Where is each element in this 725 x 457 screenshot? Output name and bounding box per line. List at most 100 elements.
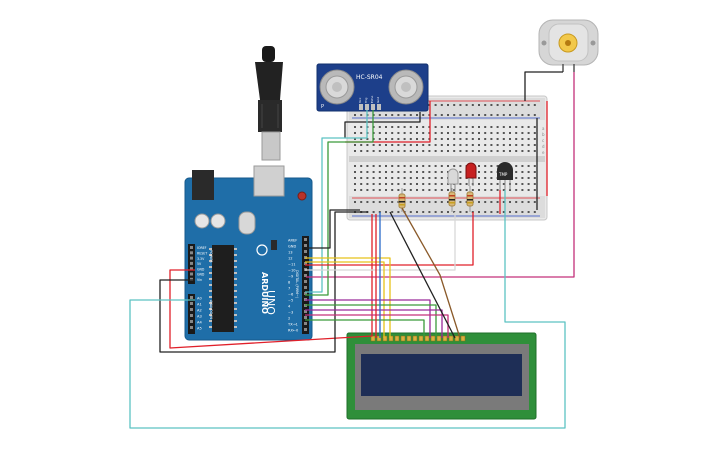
breadboard-hole[interactable] (459, 211, 462, 213)
breadboard-hole[interactable] (515, 171, 518, 173)
breadboard-hole[interactable] (354, 165, 356, 167)
breadboard-hole[interactable] (416, 211, 418, 213)
digital-pin[interactable] (304, 262, 307, 265)
breadboard-hole[interactable] (391, 114, 394, 116)
breadboard-hole[interactable] (515, 126, 518, 128)
breadboard-hole[interactable] (360, 201, 363, 203)
breadboard-hole[interactable] (403, 132, 406, 134)
breadboard-hole[interactable] (372, 171, 375, 173)
breadboard-hole[interactable] (484, 183, 487, 185)
breadboard-hole[interactable] (509, 144, 511, 146)
breadboard-hole[interactable] (527, 104, 530, 106)
breadboard-hole[interactable] (378, 132, 381, 134)
breadboard-hole[interactable] (447, 189, 449, 191)
breadboard-hole[interactable] (422, 177, 425, 179)
breadboard-hole[interactable] (490, 165, 493, 167)
breadboard-hole[interactable] (515, 165, 518, 167)
breadboard-hole[interactable] (527, 126, 530, 128)
breadboard-hole[interactable] (409, 126, 412, 128)
breadboard-hole[interactable] (533, 138, 536, 140)
breadboard-hole[interactable] (484, 189, 487, 191)
lcd-pin[interactable] (430, 335, 436, 342)
breadboard-hole[interactable] (502, 114, 505, 116)
breadboard-hole[interactable] (391, 171, 394, 173)
breadboard-hole[interactable] (459, 138, 462, 140)
lcd-pin[interactable] (400, 335, 406, 342)
breadboard-hole[interactable] (434, 211, 437, 213)
breadboard-hole[interactable] (478, 150, 480, 152)
breadboard-hole[interactable] (515, 177, 518, 179)
breadboard-hole[interactable] (354, 138, 356, 140)
breadboard-hole[interactable] (385, 114, 387, 116)
breadboard-hole[interactable] (447, 211, 449, 213)
lcd-pin[interactable] (406, 335, 412, 342)
breadboard-hole[interactable] (509, 104, 511, 106)
breadboard-hole[interactable] (378, 114, 381, 116)
breadboard-hole[interactable] (490, 144, 493, 146)
breadboard-hole[interactable] (434, 177, 437, 179)
breadboard-hole[interactable] (527, 138, 530, 140)
breadboard-hole[interactable] (533, 211, 536, 213)
breadboard-hole[interactable] (385, 150, 387, 152)
digital-pin[interactable] (304, 244, 307, 247)
breadboard-hole[interactable] (447, 104, 449, 106)
digital-pin[interactable] (304, 316, 307, 319)
breadboard-hole[interactable] (428, 201, 431, 203)
breadboard-hole[interactable] (360, 126, 363, 128)
breadboard-hole[interactable] (490, 211, 493, 213)
breadboard-hole[interactable] (428, 211, 431, 213)
breadboard-hole[interactable] (440, 138, 443, 140)
breadboard-hole[interactable] (409, 150, 412, 152)
breadboard-hole[interactable] (484, 132, 487, 134)
breadboard-hole[interactable] (533, 183, 536, 185)
breadboard-hole[interactable] (459, 171, 462, 173)
breadboard-hole[interactable] (378, 126, 381, 128)
breadboard-hole[interactable] (453, 144, 456, 146)
breadboard-hole[interactable] (533, 114, 536, 116)
breadboard-hole[interactable] (385, 211, 387, 213)
power-pin[interactable] (190, 251, 193, 255)
breadboard-hole[interactable] (428, 171, 431, 173)
breadboard-hole[interactable] (409, 132, 412, 134)
breadboard-hole[interactable] (385, 189, 387, 191)
breadboard-hole[interactable] (521, 201, 524, 203)
breadboard-hole[interactable] (509, 132, 511, 134)
breadboard-hole[interactable] (385, 132, 387, 134)
breadboard-hole[interactable] (478, 165, 480, 167)
breadboard-hole[interactable] (354, 144, 356, 146)
breadboard-hole[interactable] (422, 126, 425, 128)
breadboard-hole[interactable] (521, 165, 524, 167)
breadboard-hole[interactable] (459, 132, 462, 134)
breadboard-hole[interactable] (403, 189, 406, 191)
breadboard-hole[interactable] (515, 189, 518, 191)
breadboard-hole[interactable] (478, 104, 480, 106)
breadboard-hole[interactable] (416, 171, 418, 173)
digital-pin[interactable] (304, 322, 307, 325)
breadboard-hole[interactable] (360, 177, 363, 179)
digital-pin[interactable] (304, 274, 307, 277)
breadboard-hole[interactable] (459, 165, 462, 167)
breadboard-hole[interactable] (459, 183, 462, 185)
breadboard-hole[interactable] (484, 150, 487, 152)
breadboard-hole[interactable] (515, 150, 518, 152)
breadboard-hole[interactable] (397, 183, 400, 185)
breadboard-hole[interactable] (440, 165, 443, 167)
breadboard-hole[interactable] (409, 201, 412, 203)
breadboard-hole[interactable] (496, 138, 499, 140)
breadboard-hole[interactable] (447, 138, 449, 140)
breadboard-hole[interactable] (471, 150, 474, 152)
breadboard-hole[interactable] (496, 150, 499, 152)
breadboard-hole[interactable] (515, 138, 518, 140)
breadboard-hole[interactable] (378, 189, 381, 191)
breadboard-hole[interactable] (428, 144, 431, 146)
breadboard-hole[interactable] (354, 114, 356, 116)
breadboard-hole[interactable] (484, 165, 487, 167)
breadboard-hole[interactable] (378, 150, 381, 152)
breadboard-hole[interactable] (360, 114, 363, 116)
breadboard-hole[interactable] (527, 171, 530, 173)
breadboard-hole[interactable] (459, 126, 462, 128)
breadboard-hole[interactable] (490, 177, 493, 179)
breadboard-hole[interactable] (391, 189, 394, 191)
breadboard-hole[interactable] (509, 201, 511, 203)
breadboard-hole[interactable] (515, 104, 518, 106)
